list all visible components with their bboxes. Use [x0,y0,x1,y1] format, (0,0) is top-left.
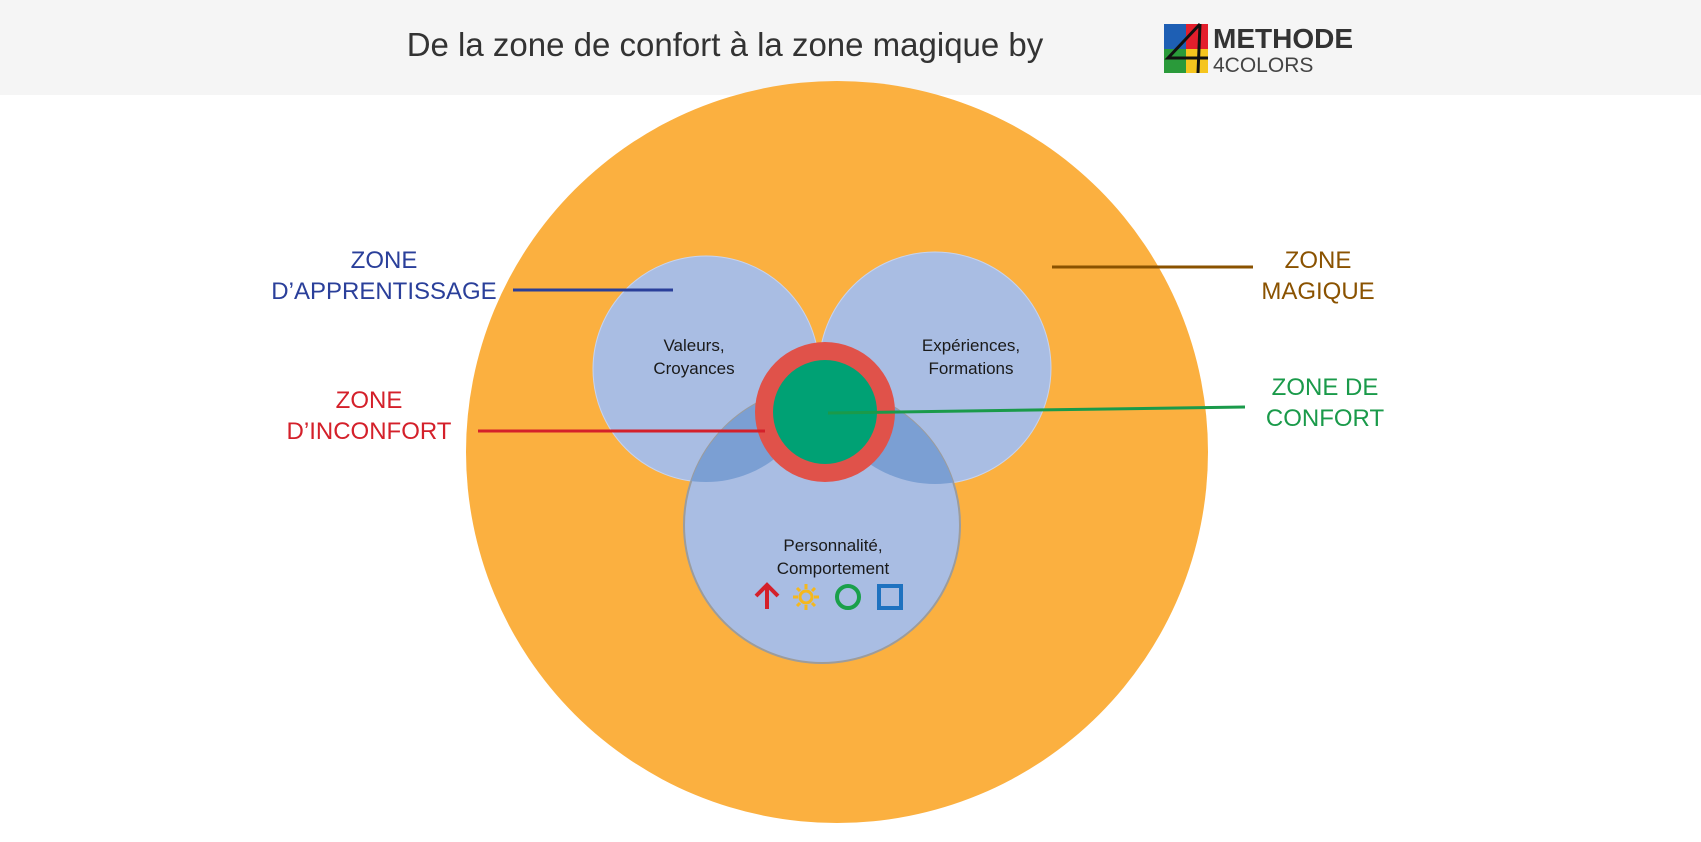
svg-text:4COLORS: 4COLORS [1213,54,1313,77]
personnalite-label-2: Comportement [777,559,890,578]
valeurs-label-2: Croyances [653,359,734,378]
header-band [0,0,1701,95]
zone-apprentissage-label-1: ZONE [351,247,418,274]
zone-inconfort-label-1: ZONE [336,387,403,414]
methode-4colors-logo: METHODE 4COLORS [1164,22,1353,77]
zone-inconfort-label-2: D’INCONFORT [287,418,452,445]
confort-pointer [827,405,1246,415]
experiences-label-2: Formations [928,359,1013,378]
arrow-up-icon [754,582,780,609]
circle-icon [835,584,861,610]
square-icon [877,584,903,610]
zone-confort-label-2: CONFORT [1266,405,1385,432]
personnalite-label-1: Personnalité, [783,536,882,555]
sun-icon [793,584,819,610]
zone-confort-core [773,360,877,464]
overlaps [684,387,960,484]
valeurs-label-1: Valeurs, [663,336,724,355]
page-title: De la zone de confort à la zone magique … [407,26,1044,63]
experiences-label-1: Expériences, [922,336,1020,355]
zone-confort-label-1: ZONE DE [1272,374,1379,401]
svg-text:METHODE: METHODE [1213,23,1353,54]
zone-magique-label-2: MAGIQUE [1261,278,1374,305]
zone-apprentissage-label-2: D’APPRENTISSAGE [271,278,496,305]
zone-magique-label-1: ZONE [1285,247,1352,274]
